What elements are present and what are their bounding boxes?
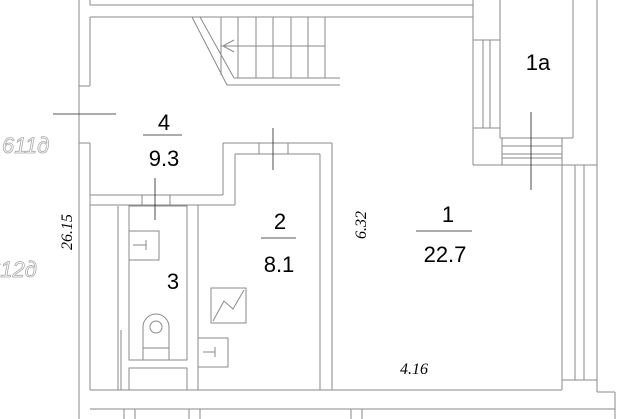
room-4-label: 4 9.3: [143, 110, 182, 171]
room-area: 8.1: [264, 252, 295, 277]
room-2-label: 2 8.1: [261, 209, 296, 277]
neighbor-label-611: 611д: [2, 133, 49, 158]
room-3-label: 3: [167, 269, 179, 294]
room-number: 2: [274, 209, 286, 234]
room-area: 22.7: [424, 242, 467, 267]
room-1a-label: 1a: [526, 50, 551, 75]
room-number: 1: [442, 202, 454, 227]
room-1-label: 1 22.7: [416, 202, 472, 267]
dimension-room1-bottom: 4.16: [400, 361, 428, 378]
room-area: 9.3: [149, 146, 180, 171]
dimension-room1-side: 6.32: [353, 211, 370, 239]
room-number: 4: [158, 110, 170, 135]
dimension-height: 26.15: [59, 214, 76, 250]
neighbor-label-612: 612д: [0, 257, 37, 282]
walls: [53, 0, 616, 419]
